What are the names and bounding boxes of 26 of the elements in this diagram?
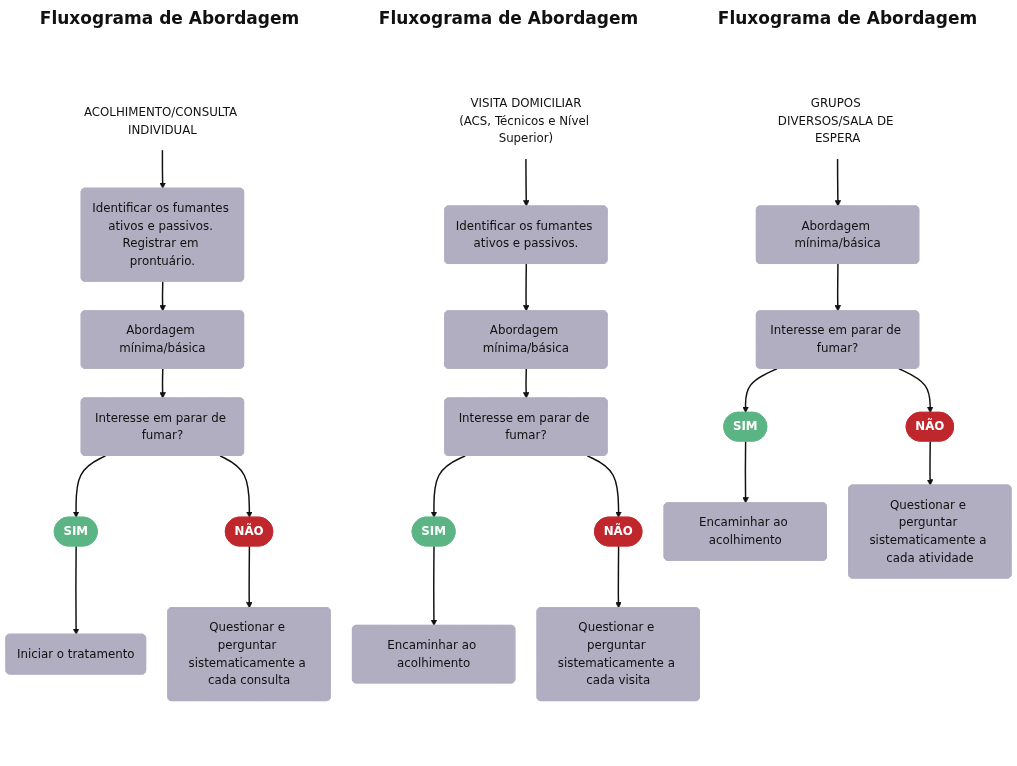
arrow bbox=[246, 545, 253, 609]
arrow bbox=[522, 263, 530, 312]
arrow bbox=[742, 440, 749, 504]
arrow bbox=[430, 455, 467, 518]
arrow bbox=[586, 455, 622, 518]
node-text: ACOLHIMENTO/CONSULTA INDIVIDUAL bbox=[83, 104, 238, 137]
arrow bbox=[615, 545, 622, 609]
arrow bbox=[159, 368, 166, 399]
arrow bbox=[159, 280, 166, 312]
arrow bbox=[742, 368, 778, 413]
arrow bbox=[522, 368, 530, 399]
column-title: Fluxograma de Abordagem bbox=[717, 8, 978, 28]
arrow bbox=[834, 263, 842, 312]
arrow bbox=[430, 545, 438, 626]
node-text: GRUPOS DIVERSOS/SALA DE ESPERA bbox=[777, 95, 894, 146]
arrow bbox=[72, 455, 107, 518]
arrow bbox=[72, 545, 80, 635]
arrow bbox=[159, 149, 166, 189]
column-title: Fluxograma de Abordagem bbox=[378, 8, 639, 28]
arrow bbox=[219, 455, 253, 518]
arrow bbox=[523, 157, 530, 207]
column-title: Fluxograma de Abordagem bbox=[39, 8, 300, 28]
node-text: VISITA DOMICILIAR (ACS, Técnicos e Nível Superior) bbox=[459, 95, 589, 146]
arrow bbox=[926, 440, 934, 486]
arrow bbox=[834, 157, 842, 207]
arrow bbox=[898, 368, 934, 413]
